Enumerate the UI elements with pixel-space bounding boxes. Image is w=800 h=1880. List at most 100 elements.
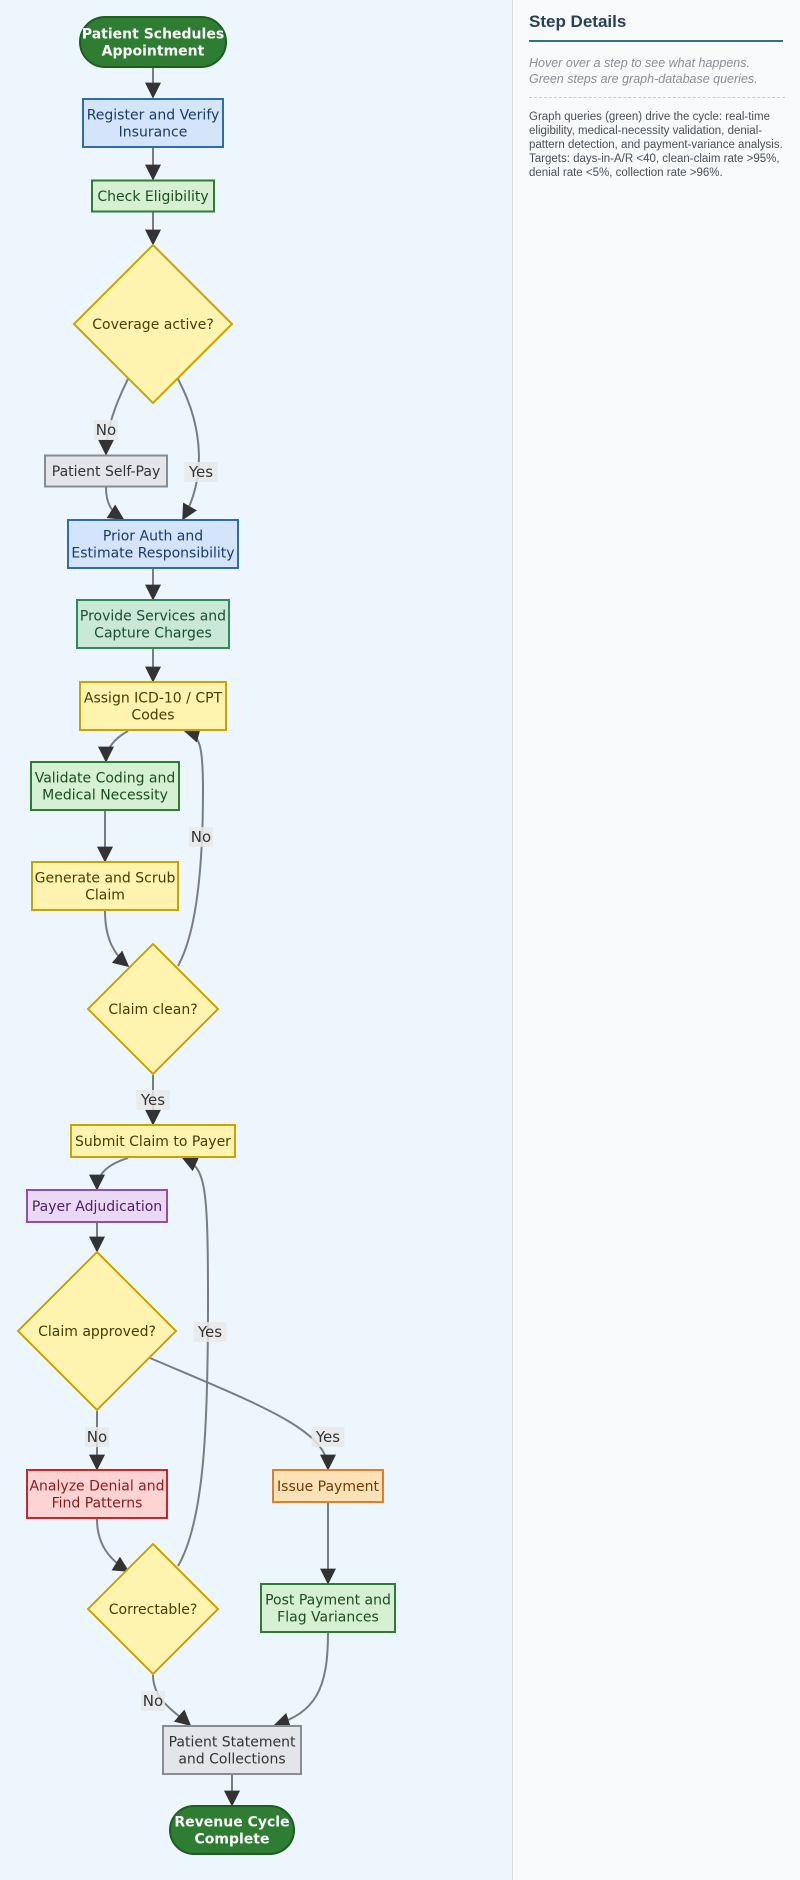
node-codes-label: Assign ICD-10 / CPT bbox=[84, 691, 223, 707]
edge-label-bg bbox=[85, 1427, 109, 1447]
edge-label-approved-yes-submit: Yes bbox=[193, 1322, 227, 1342]
edge-label-bg bbox=[94, 420, 118, 440]
node-eligibility-label: Check Eligibility bbox=[97, 189, 208, 205]
edge-postpayment-statement bbox=[273, 1632, 329, 1729]
edge-label-text: No bbox=[191, 828, 211, 846]
edge-correctable-submit bbox=[177, 1156, 210, 1567]
node-register-shape bbox=[82, 98, 224, 148]
node-clean[interactable]: Claim clean? bbox=[86, 942, 220, 1076]
node-end-label: Complete bbox=[195, 1832, 270, 1848]
edge-label-text: No bbox=[96, 421, 116, 439]
node-clean-label: Claim clean? bbox=[108, 1002, 197, 1018]
node-scrub-shape bbox=[31, 861, 179, 911]
edge-label-coverage-yes: Yes bbox=[184, 462, 218, 482]
edge-label-text: Yes bbox=[140, 1091, 165, 1109]
node-correctable-shape bbox=[86, 1542, 220, 1676]
node-selfpay-shape bbox=[44, 454, 168, 488]
edge-label-bg bbox=[184, 462, 218, 482]
node-adjudication[interactable]: Payer Adjudication bbox=[26, 1189, 168, 1223]
node-clean-shape bbox=[86, 942, 220, 1076]
details-hint: Hover over a step to see what happens. G… bbox=[529, 55, 785, 98]
node-start-shape bbox=[79, 16, 227, 68]
pane-divider bbox=[512, 0, 513, 1880]
edge-label-text: Yes bbox=[188, 463, 213, 481]
node-priorauth-label: Prior Auth and bbox=[103, 529, 203, 545]
edge-coverage-selfpay bbox=[98, 378, 129, 456]
node-priorauth-label: Estimate Responsibility bbox=[71, 546, 234, 562]
node-correctable-label: Correctable? bbox=[109, 1602, 198, 1618]
edge-label-bg bbox=[311, 1427, 345, 1447]
node-statement-label: and Collections bbox=[178, 1752, 285, 1768]
node-approved-shape bbox=[16, 1250, 178, 1412]
edge-selfpay-priorauth bbox=[105, 486, 125, 520]
node-start-label: Appointment bbox=[102, 44, 205, 60]
node-validate-label: Validate Coding and bbox=[35, 771, 176, 787]
node-eligibility[interactable]: Check Eligibility bbox=[91, 179, 215, 213]
node-register-label: Register and Verify bbox=[87, 108, 220, 124]
node-services-label: Capture Charges bbox=[94, 626, 212, 642]
node-end-label: Revenue Cycle bbox=[174, 1815, 289, 1831]
node-coverage[interactable]: Coverage active? bbox=[72, 243, 234, 405]
edge-coverage-priorauth bbox=[177, 378, 200, 521]
node-statement-label: Patient Statement bbox=[169, 1735, 296, 1751]
edge-label-text: No bbox=[143, 1692, 163, 1710]
node-correctable[interactable]: Correctable? bbox=[86, 1542, 220, 1676]
edge-submit-adjudication bbox=[89, 1157, 129, 1191]
edge-label-bg bbox=[141, 1691, 165, 1711]
node-register-label: Insurance bbox=[119, 125, 188, 141]
node-denial-shape bbox=[26, 1469, 168, 1519]
edge-label-text: Yes bbox=[315, 1428, 340, 1446]
node-scrub-label: Generate and Scrub bbox=[35, 871, 176, 887]
edge-label-bg bbox=[189, 827, 213, 847]
details-title: Step Details bbox=[529, 12, 783, 42]
node-adjudication-shape bbox=[26, 1189, 168, 1223]
step-details-panel: Step Details Hover over a step to see wh… bbox=[513, 0, 800, 1880]
edge-label-bg bbox=[193, 1322, 227, 1342]
edge-label-correctable-no: No bbox=[141, 1691, 165, 1711]
node-selfpay[interactable]: Patient Self-Pay bbox=[44, 454, 168, 488]
node-submit-shape bbox=[70, 1124, 236, 1158]
node-denial-label: Find Patterns bbox=[52, 1496, 143, 1512]
node-selfpay-label: Patient Self-Pay bbox=[52, 464, 160, 480]
node-submit-label: Submit Claim to Payer bbox=[75, 1134, 231, 1150]
node-adjudication-label: Payer Adjudication bbox=[32, 1199, 162, 1215]
node-submit[interactable]: Submit Claim to Payer bbox=[70, 1124, 236, 1158]
node-approved[interactable]: Claim approved? bbox=[16, 1250, 178, 1412]
node-approved-label: Claim approved? bbox=[38, 1324, 156, 1340]
node-priorauth-shape bbox=[67, 519, 239, 569]
edge-label-coverage-no: No bbox=[94, 420, 118, 440]
edge-label-approved-yes-pay: Yes bbox=[311, 1427, 345, 1447]
edge-label-text: No bbox=[87, 1428, 107, 1446]
node-eligibility-shape bbox=[91, 179, 215, 213]
node-end-shape bbox=[169, 1805, 295, 1855]
node-payment[interactable]: Issue Payment bbox=[272, 1469, 384, 1503]
node-statement-shape bbox=[162, 1725, 302, 1775]
edge-label-bg bbox=[136, 1090, 170, 1110]
node-payment-shape bbox=[272, 1469, 384, 1503]
edge-label-clean-yes: Yes bbox=[136, 1090, 170, 1110]
edge-clean-codes bbox=[177, 726, 205, 967]
node-services-shape bbox=[76, 599, 230, 649]
node-services-label: Provide Services and bbox=[80, 609, 226, 625]
edge-denial-correctable bbox=[96, 1518, 130, 1572]
node-codes-shape bbox=[79, 681, 227, 731]
node-validate-label: Medical Necessity bbox=[42, 788, 168, 804]
edge-scrub-clean bbox=[104, 910, 130, 968]
node-postpayment-shape bbox=[260, 1583, 396, 1633]
node-payment-label: Issue Payment bbox=[277, 1479, 379, 1495]
